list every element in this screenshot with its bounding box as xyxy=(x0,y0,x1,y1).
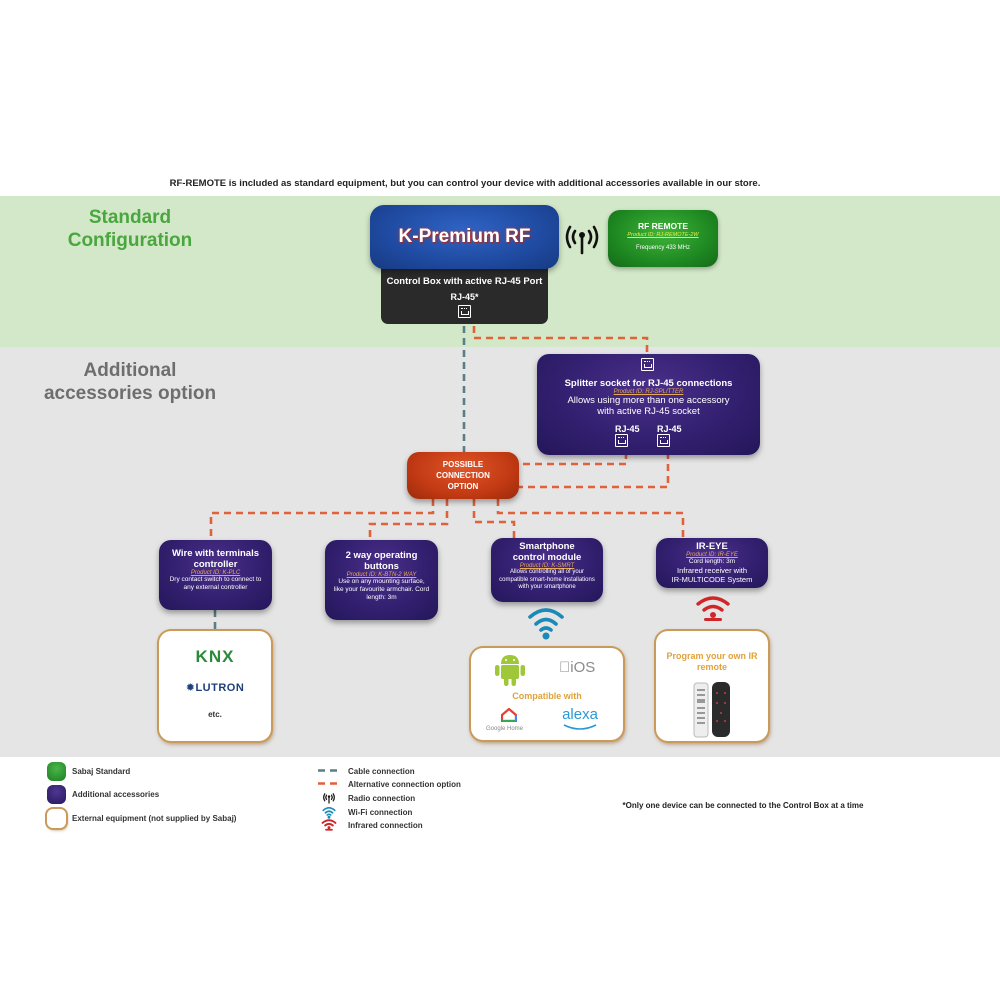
compatible-with-label: Compatible with xyxy=(512,691,582,701)
legend-label: Sabaj Standard xyxy=(72,767,131,776)
alexa-label: alexa xyxy=(562,706,598,723)
accessory-description-line: IR-MULTICODE System xyxy=(671,575,753,584)
google-home-icon xyxy=(501,708,517,722)
rj45-port-icon xyxy=(458,305,471,318)
wifi-icon xyxy=(528,608,564,640)
android-icon xyxy=(495,655,525,686)
splitter-product-id[interactable]: Product ID: RJ-SPLITTER xyxy=(613,389,684,395)
alt-line-hub-to-smart xyxy=(472,499,516,538)
splitter-port-2-label: RJ-45 xyxy=(657,424,682,434)
rf-remote-product-id[interactable]: Product ID: RJ-REMOTE-2W xyxy=(627,232,699,238)
alexa-logo: alexa xyxy=(561,706,599,730)
rj45-port-icon xyxy=(641,358,654,371)
accessory-title: Smartphone control module xyxy=(512,541,582,563)
external-wire-systems: KNX ✹LUTRON etc. xyxy=(159,631,271,741)
accessory-title: 2 way operating buttons xyxy=(345,550,418,572)
infrared-icon xyxy=(696,596,730,621)
legend-label: Radio connection xyxy=(348,794,416,803)
alt-line-hub-to-ireye xyxy=(496,499,685,538)
rf-remote-title: RF REMOTE xyxy=(637,221,689,231)
rf-remote-box: RF REMOTE Product ID: RJ-REMOTE-2W Frequ… xyxy=(608,210,718,267)
alt-line-control-to-splitter xyxy=(472,326,649,356)
splitter-port-1: RJ-45 xyxy=(615,424,640,447)
possible-connection-option-hub: POSSIBLE CONNECTION OPTION xyxy=(407,452,519,499)
legend-label: Wi-Fi connection xyxy=(348,808,413,817)
accessory-product-id[interactable]: Product ID: K-BTN-2 WAY xyxy=(346,572,417,578)
accessory-title: IR-EYE xyxy=(696,541,728,552)
accessory-description: Dry contact switch to connect to any ext… xyxy=(169,576,262,591)
accessory-title: Wire with terminals controller xyxy=(171,548,260,570)
legend-label: Infrared connection xyxy=(348,821,423,830)
control-box: Control Box with active RJ-45 Port RJ-45… xyxy=(381,262,548,324)
rj45-port-icon xyxy=(615,434,628,447)
knx-logo: KNX xyxy=(195,647,235,666)
lutron-logo-text: LUTRON xyxy=(195,682,245,694)
external-ir-remote: Program your own IR remote xyxy=(656,631,768,741)
alt-line-hub-to-buttons xyxy=(368,499,449,540)
wifi-icon xyxy=(322,806,336,819)
alt-line-hub-to-wire xyxy=(209,499,435,540)
alt-line-splitter-a-to-hub xyxy=(519,452,628,466)
accessory-smartphone-module: Smartphone control module Product ID: K-… xyxy=(491,538,603,602)
google-home-label: Google Home xyxy=(486,726,524,732)
radio-antenna-icon xyxy=(323,793,335,804)
standard-configuration-title: Standard Configuration xyxy=(67,207,193,251)
legend-swatch-accessories xyxy=(47,785,66,804)
legend-label: Alternative connection option xyxy=(348,780,461,789)
splitter-title: Splitter socket for RJ-45 connections xyxy=(564,378,733,389)
rj45-port-icon xyxy=(657,434,670,447)
legend-swatch-standard xyxy=(47,762,66,781)
splitter-port-1-label: RJ-45 xyxy=(615,424,640,434)
legend-label: Additional accessories xyxy=(72,790,160,799)
alt-dash-icon xyxy=(318,782,342,785)
etc-label: etc. xyxy=(208,710,222,719)
accessory-description: Allows controlling all of your compatibl… xyxy=(499,569,595,590)
splitter-description: Allows using more than one accessory wit… xyxy=(567,395,730,417)
lutron-logo: ✹LUTRON xyxy=(185,682,245,694)
radio-antenna-icon xyxy=(565,225,599,255)
alexa-smile-icon xyxy=(563,724,597,730)
cable-dash-icon xyxy=(318,769,342,772)
control-box-label: Control Box with active RJ-45 Port xyxy=(386,276,543,287)
main-device-k-premium-rf: K-Premium RF xyxy=(370,205,559,269)
intro-text: RF-REMOTE is included as standard equipm… xyxy=(169,178,761,189)
splitter-box: Splitter socket for RJ-45 connections Pr… xyxy=(537,354,760,455)
accessory-description-line: Cord length: 3m xyxy=(688,558,736,565)
accessory-2way-buttons: 2 way operating buttons Product ID: K-BT… xyxy=(325,540,438,620)
ios-logo: iOS xyxy=(559,659,595,676)
legend-label: External equipment (not supplied by Saba… xyxy=(72,814,237,823)
ios-label: iOS xyxy=(559,659,595,676)
accessory-product-id[interactable]: Product ID: IR-EYE xyxy=(686,552,738,558)
ir-remote-title: Program your own IR remote xyxy=(666,651,758,672)
rf-remote-frequency: Frequency 433 MHz xyxy=(635,245,691,251)
alt-line-splitter-b-to-hub xyxy=(519,452,670,489)
infrared-icon xyxy=(321,819,337,831)
accessory-ir-eye: IR-EYE Product ID: IR-EYE Cord length: 3… xyxy=(656,538,768,588)
splitter-port-2: RJ-45 xyxy=(657,424,682,447)
control-box-port-label: RJ-45* xyxy=(450,292,479,302)
legend-swatch-external xyxy=(47,809,66,828)
ir-remotes-image xyxy=(693,682,730,738)
accessory-product-id[interactable]: Product ID: K-PLC xyxy=(190,570,241,576)
main-device-name: K-Premium RF xyxy=(398,226,531,247)
external-smart-platforms: iOS Compatible with Google Home alexa xyxy=(471,648,623,740)
accessory-wire-controller: Wire with terminals controller Product I… xyxy=(159,540,272,610)
footnote: *Only one device can be connected to the… xyxy=(622,801,864,810)
legend-label: Cable connection xyxy=(348,767,415,776)
accessory-product-id[interactable]: Product ID: K-SMRT xyxy=(519,563,575,569)
accessory-description-line: Infrared receiver with xyxy=(676,566,748,575)
accessory-description: Use on any mounting surface, like your f… xyxy=(333,578,430,601)
additional-accessories-title: Additional accessories option xyxy=(43,360,217,404)
apple-icon:  xyxy=(559,659,570,676)
